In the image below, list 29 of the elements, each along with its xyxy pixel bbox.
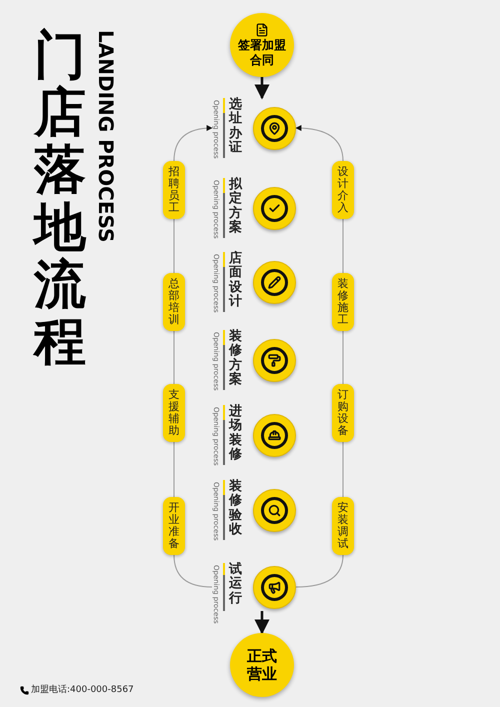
arrow xyxy=(174,125,213,162)
step-pill: 安装调试 xyxy=(332,497,354,555)
step-pill: 招聘员工 xyxy=(163,161,185,219)
connector-line xyxy=(296,554,344,588)
arrow xyxy=(254,77,270,100)
milestone-label: 签署加盟合同 xyxy=(237,38,287,67)
step-title: 装修验收 xyxy=(229,480,242,538)
connector-line xyxy=(342,442,344,498)
milestone-label: 正式营业 xyxy=(246,647,278,683)
page-title: 门店落地流程 xyxy=(34,28,86,372)
arrow xyxy=(295,125,344,162)
hotline-text: 加盟电话:400-000-8567 xyxy=(31,684,134,697)
step-title: 拟定方案 xyxy=(229,178,242,236)
step-pill: 订购设备 xyxy=(332,384,354,442)
step-pill: 装修施工 xyxy=(332,273,354,331)
step-title: 试运行 xyxy=(229,563,242,606)
step-pill: 总部培训 xyxy=(163,273,185,331)
subtitle: LANDING PROCESS xyxy=(96,30,116,242)
step-title: 店面设计 xyxy=(229,252,242,310)
connector-line xyxy=(342,330,344,384)
arrow xyxy=(254,611,270,634)
step-pill: 设计介入 xyxy=(332,161,354,219)
step-title: 选址办证 xyxy=(229,98,242,156)
step-pill: 支援辅助 xyxy=(163,384,185,442)
step-title: 进场装修 xyxy=(229,405,242,462)
step-pill: 开业准备 xyxy=(163,497,185,555)
connector-line xyxy=(342,218,344,274)
connector-line xyxy=(174,554,212,588)
step-title: 装修方案 xyxy=(229,330,242,388)
